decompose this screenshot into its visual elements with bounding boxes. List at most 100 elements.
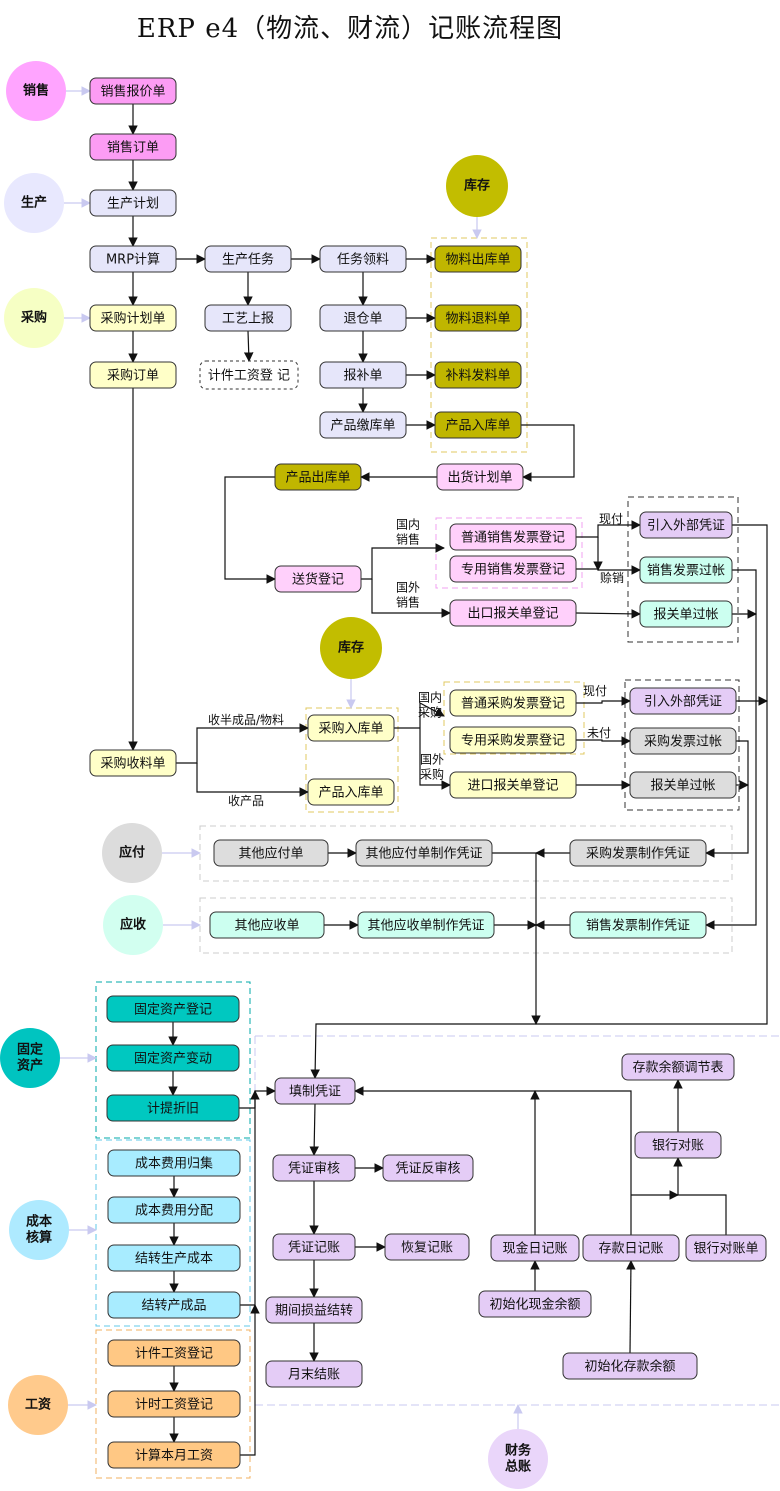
circle-receivable[interactable]: 应收 [103, 895, 163, 955]
node-production-task[interactable]: 生产任务 [204, 245, 292, 273]
node-supplement-issue[interactable]: 补料发料单 [434, 361, 522, 389]
circle-fixed-assets[interactable]: 固定资产 [0, 1028, 60, 1088]
node-carry-production-cost[interactable]: 结转生产成本 [107, 1244, 241, 1272]
node-production-plan[interactable]: 生产计划 [89, 189, 177, 217]
page-title: ERP e4（物流、财流）记账流程图 [136, 14, 564, 44]
node-other-receivable[interactable]: 其他应收单 [209, 911, 325, 939]
node-piece-wage[interactable]: 计件工资登记 [107, 1339, 241, 1367]
node-label: 采购发票制作凭证 [586, 846, 690, 862]
node-import-voucher-purchase[interactable]: 引入外部凭证 [629, 687, 737, 715]
node-purchase-invoice-voucher[interactable]: 采购发票制作凭证 [569, 839, 707, 867]
circle-inventory1[interactable]: 库存 [446, 155, 508, 217]
node-depreciation[interactable]: 计提折旧 [106, 1094, 240, 1122]
node-init-cash[interactable]: 初始化现金余额 [478, 1290, 592, 1318]
node-carry-finished-goods[interactable]: 结转产成品 [107, 1291, 241, 1319]
node-label: 专用采购发票登记 [461, 733, 565, 749]
node-voucher-audit[interactable]: 凭证审核 [272, 1154, 356, 1182]
node-label: 采购订单 [107, 368, 159, 384]
node-other-payable[interactable]: 其他应付单 [213, 839, 329, 867]
node-voucher-post[interactable]: 凭证记账 [272, 1233, 356, 1261]
node-label: 补料发料单 [445, 368, 510, 384]
circle-wages[interactable]: 工资 [8, 1375, 68, 1435]
circle-purchase[interactable]: 采购 [4, 288, 64, 348]
node-bank-reconcile[interactable]: 银行对账 [634, 1131, 722, 1159]
node-label: 计提折旧 [147, 1101, 199, 1117]
node-label: 采购收料单 [100, 756, 165, 772]
node-label: 专用销售发票登记 [461, 562, 565, 578]
node-deposit-balance-table[interactable]: 存款余额调节表 [621, 1053, 735, 1081]
node-normal-sales-invoice[interactable]: 普通销售发票登记 [449, 523, 577, 551]
node-material-return[interactable]: 物料退料单 [434, 304, 522, 332]
node-init-deposit[interactable]: 初始化存款余额 [562, 1352, 698, 1380]
node-replenish[interactable]: 报补单 [319, 361, 407, 389]
label-cash-pay: 现付 [599, 512, 623, 526]
node-sales-quote[interactable]: 销售报价单 [89, 77, 177, 105]
node-material-out[interactable]: 物料出库单 [434, 245, 522, 273]
node-import-declare[interactable]: 进口报关单登记 [449, 771, 577, 799]
node-cost-allocate[interactable]: 成本费用分配 [107, 1196, 241, 1224]
node-return-warehouse[interactable]: 退仓单 [319, 304, 407, 332]
node-fixed-asset-register[interactable]: 固定资产登记 [106, 995, 240, 1023]
node-special-purchase-invoice[interactable]: 专用采购发票登记 [449, 726, 577, 754]
node-special-sales-invoice[interactable]: 专用销售发票登记 [449, 555, 577, 583]
node-label: 产品入库单 [445, 418, 510, 434]
node-label: 出口报关单登记 [467, 607, 558, 622]
connector [371, 579, 451, 618]
node-cost-collect[interactable]: 成本费用归集 [107, 1149, 241, 1177]
node-label: 计算本月工资 [135, 1449, 213, 1464]
node-purchase-order[interactable]: 采购订单 [89, 361, 177, 389]
node-task-requisition[interactable]: 任务领料 [319, 245, 407, 273]
node-product-in2[interactable]: 产品入库单 [307, 778, 395, 806]
node-sales-order[interactable]: 销售订单 [89, 133, 177, 161]
node-label: 凭证审核 [288, 1162, 340, 1177]
circle-label: 财务 [505, 1443, 532, 1459]
node-mrp[interactable]: MRP计算 [89, 245, 177, 273]
connector [310, 524, 768, 1079]
node-customs-post-sales[interactable]: 报关单过帐 [639, 600, 733, 628]
node-other-receivable-voucher[interactable]: 其他应收单制作凭证 [357, 911, 495, 939]
node-product-receipt[interactable]: 产品缴库单 [319, 411, 407, 439]
node-time-wage[interactable]: 计时工资登记 [107, 1390, 241, 1418]
node-product-in[interactable]: 产品入库单 [434, 411, 522, 439]
node-label: 物料退料单 [445, 312, 510, 327]
node-month-end[interactable]: 月末结账 [265, 1360, 363, 1388]
node-export-declare[interactable]: 出口报关单登记 [449, 599, 577, 627]
node-sales-invoice-post[interactable]: 销售发票过帐 [639, 556, 733, 584]
node-process-report[interactable]: 工艺上报 [204, 304, 292, 332]
node-label: 生产任务 [222, 252, 274, 268]
circle-inventory2[interactable]: 库存 [320, 617, 382, 679]
node-other-payable-voucher[interactable]: 其他应付单制作凭证 [355, 839, 493, 867]
label-foreign-purchase: 国外 [420, 753, 444, 767]
node-delivery[interactable]: 送货登记 [274, 565, 362, 593]
node-product-out[interactable]: 产品出库单 [274, 463, 362, 491]
node-restore-post[interactable]: 恢复记账 [384, 1233, 470, 1261]
circle-label: 销售 [23, 83, 49, 99]
node-cash-journal[interactable]: 现金日记账 [490, 1234, 580, 1262]
node-purchase-plan[interactable]: 采购计划单 [89, 304, 177, 332]
node-shipping-plan[interactable]: 出货计划单 [436, 463, 524, 491]
circle-label: 工资 [25, 1397, 51, 1413]
circle-production[interactable]: 生产 [4, 173, 64, 233]
node-period-pl-carry[interactable]: 期间损益结转 [265, 1296, 363, 1324]
connector [576, 736, 631, 746]
circle-sales[interactable]: 销售 [6, 61, 66, 121]
node-purchase-in[interactable]: 采购入库单 [307, 714, 395, 742]
circle-payable[interactable]: 应付 [102, 823, 162, 883]
node-customs-post-purchase[interactable]: 报关单过帐 [629, 771, 737, 799]
node-bank-statement[interactable]: 银行对账单 [685, 1234, 767, 1262]
node-fixed-asset-change[interactable]: 固定资产变动 [106, 1044, 240, 1072]
node-monthly-wage[interactable]: 计算本月工资 [107, 1441, 241, 1469]
node-deposit-journal[interactable]: 存款日记账 [582, 1234, 680, 1262]
node-sales-invoice-voucher[interactable]: 销售发票制作凭证 [569, 911, 707, 939]
node-purchase-receipt[interactable]: 采购收料单 [89, 749, 177, 777]
node-voucher-unaudit[interactable]: 凭证反审核 [382, 1154, 474, 1182]
connector [176, 723, 309, 764]
node-piece-wage-register[interactable]: 计件工资登 记 [199, 360, 299, 390]
node-normal-purchase-invoice[interactable]: 普通采购发票登记 [449, 689, 577, 717]
node-fill-voucher[interactable]: 填制凭证 [274, 1077, 356, 1105]
node-purchase-invoice-post[interactable]: 采购发票过帐 [629, 727, 737, 755]
node-import-voucher-sales[interactable]: 引入外部凭证 [639, 511, 733, 539]
